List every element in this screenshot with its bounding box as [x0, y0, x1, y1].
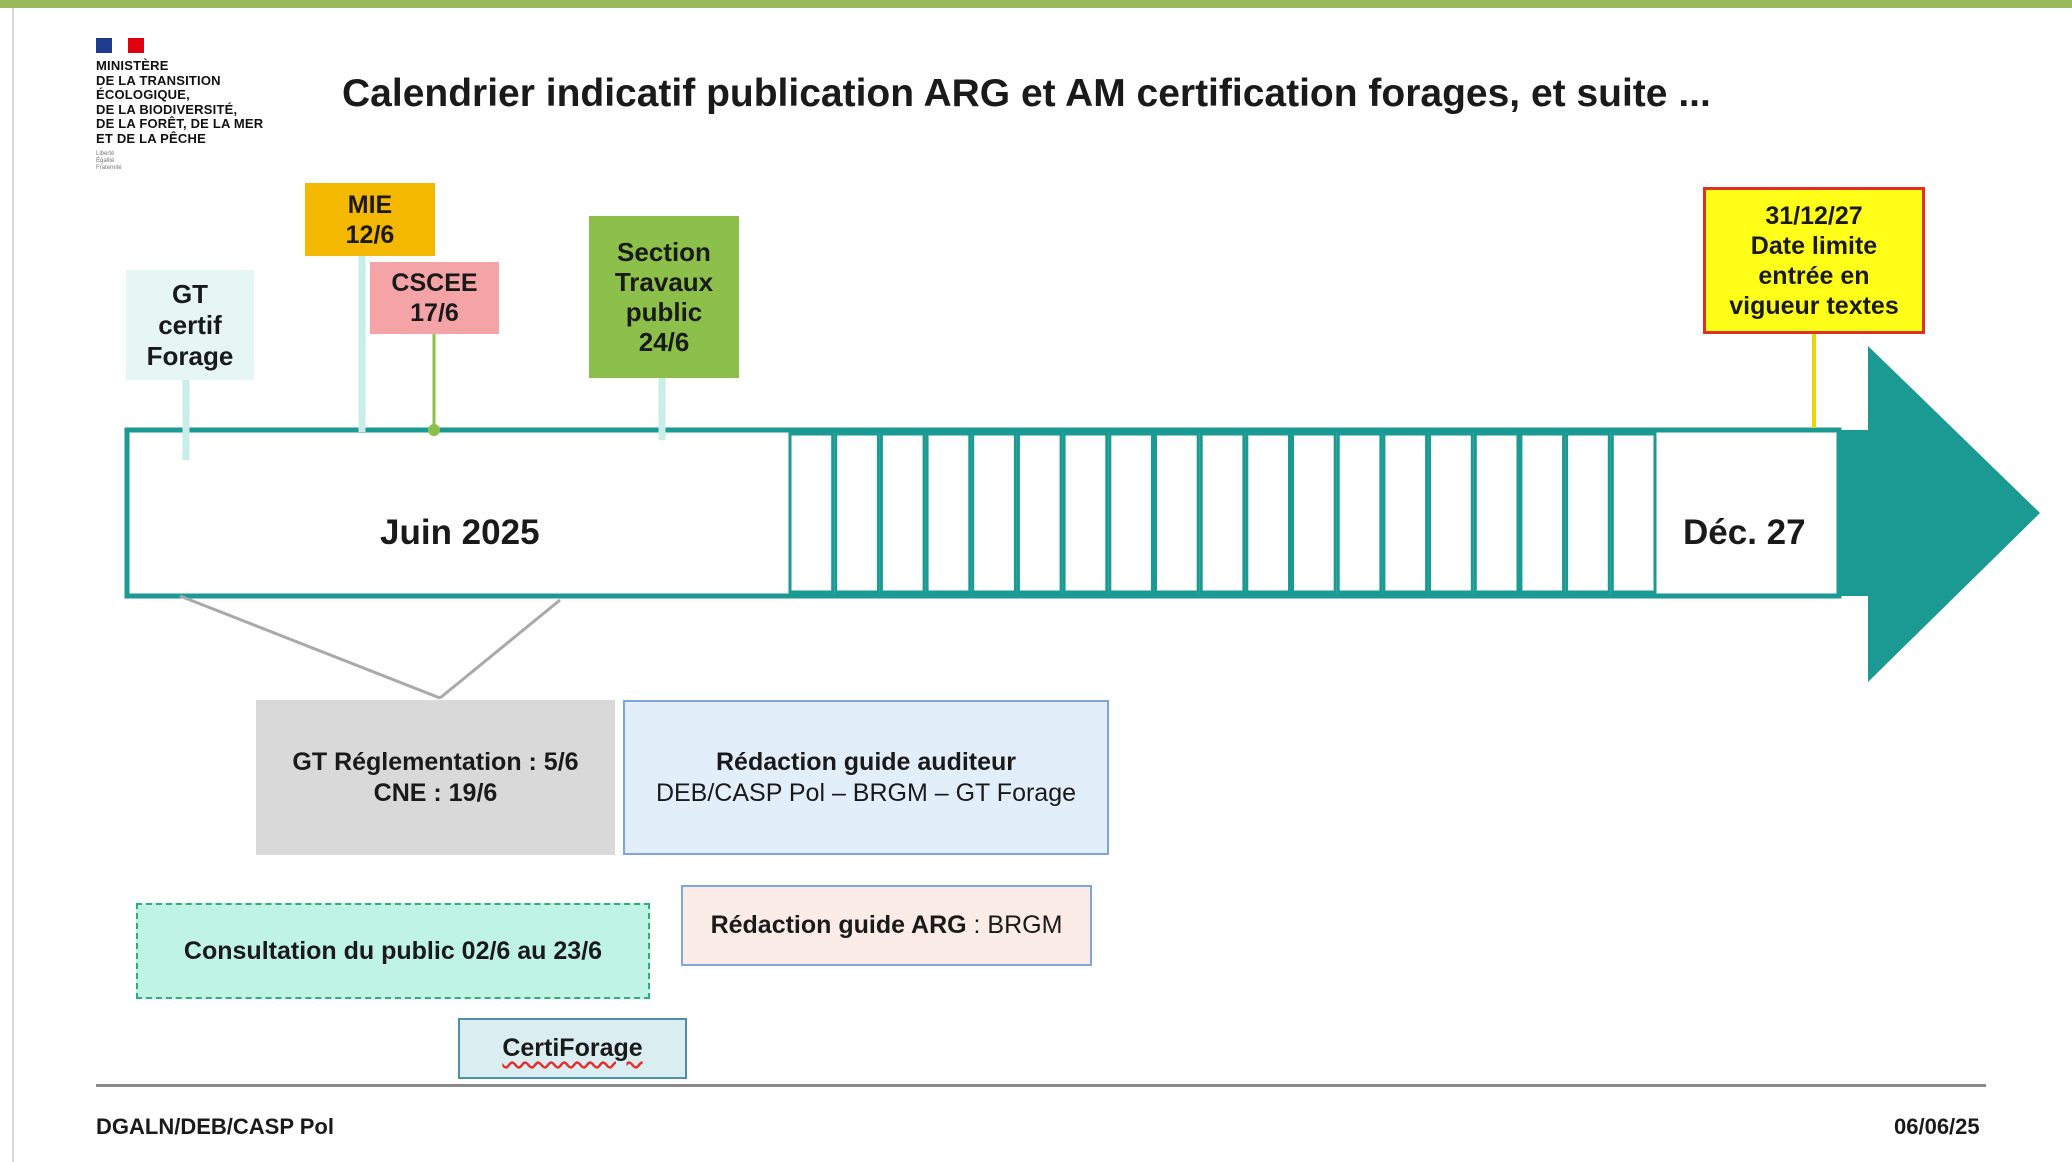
month-cell [925, 432, 972, 594]
milestone-cscee: CSCEE 17/6 [370, 262, 499, 334]
left-border-line [12, 8, 14, 1162]
slide-title: Calendrier indicatif publication ARG et … [342, 72, 1711, 115]
footer-organization: DGALN/DEB/CASP Pol [96, 1114, 334, 1139]
milestone-line: 12/6 [345, 220, 395, 249]
milestone-line: public [625, 297, 703, 327]
milestone-line: GT [171, 278, 209, 309]
month-cell [1565, 432, 1611, 594]
connector-line-left [179, 594, 441, 700]
consultation-public-box: Consultation du public 02/6 au 23/6 [136, 903, 650, 999]
milestone-line: entrée en [1758, 261, 1870, 290]
ministry-name: MINISTÈRE DE LA TRANSITION ÉCOLOGIQUE, D… [96, 58, 264, 146]
box-line: DEB/CASP Pol – BRGM – GT Forage [655, 778, 1077, 807]
month-cells [788, 432, 1657, 594]
milestone-line: CSCEE [391, 269, 478, 297]
box-line: CertiForage [502, 1034, 643, 1062]
milestone-line: vigueur textes [1729, 291, 1899, 320]
milestone-mie: MIE 12/6 [305, 183, 435, 256]
guide-arg-box: Rédaction guide ARG : BRGM [681, 885, 1092, 966]
timeline-end-label: Déc. 27 [1683, 513, 1806, 552]
milestone-line: 24/6 [638, 327, 690, 357]
month-cell [1108, 432, 1155, 594]
month-cell [1382, 432, 1429, 594]
gt-reglementation-box: GT Réglementation : 5/6 CNE : 19/6 [256, 700, 615, 855]
milestone-date-limite: 31/12/27 Date limite entrée en vigueur t… [1703, 187, 1925, 334]
month-cell [1336, 432, 1383, 594]
footer-divider [96, 1084, 1986, 1087]
month-cell [834, 432, 880, 594]
month-cell [1154, 432, 1200, 594]
month-cell [1473, 432, 1520, 594]
box-line: Rédaction guide auditeur [715, 747, 1017, 776]
box-line: GT Réglementation : 5/6 [292, 747, 579, 776]
box-label-normal: : BRGM [966, 911, 1063, 939]
ministry-logo: MINISTÈRE DE LA TRANSITION ÉCOLOGIQUE, D… [96, 38, 316, 172]
milestone-gt-certif-forage: GT certif Forage [126, 270, 254, 380]
guide-auditeur-box: Rédaction guide auditeur DEB/CASP Pol – … [623, 700, 1109, 855]
month-cell [1291, 432, 1337, 594]
box-line: CNE : 19/6 [373, 778, 498, 807]
month-cell [1199, 432, 1246, 594]
timeline-arrow-head [1834, 346, 2040, 682]
milestone-section-travaux-public: Section Travaux public 24/6 [589, 216, 739, 378]
milestone-line: certif [158, 309, 222, 340]
month-cell [971, 432, 1017, 594]
month-cell [1245, 432, 1292, 594]
top-accent-bar [0, 0, 2072, 8]
box-label-bold: Rédaction guide ARG [710, 911, 967, 939]
footer-date: 06/06/25 [1894, 1114, 1980, 1139]
connector-line-right [439, 598, 561, 700]
milestone-line: Section [617, 237, 711, 267]
milestone-line: Travaux [614, 267, 714, 297]
milestone-line: Forage [146, 340, 234, 371]
ministry-motto: Liberté Égalité Fraternité [96, 151, 122, 171]
box-line: Consultation du public 02/6 au 23/6 [183, 936, 603, 965]
month-cell [879, 432, 926, 594]
stem-cscee-dot [428, 424, 440, 436]
month-cell [1428, 432, 1474, 594]
milestone-line: MIE [347, 190, 393, 219]
certiforage-box: CertiForage [458, 1018, 687, 1079]
month-cell [1610, 432, 1657, 594]
timeline-start-label: Juin 2025 [380, 513, 540, 552]
milestone-line: 31/12/27 [1765, 201, 1863, 230]
milestone-line: 17/6 [410, 299, 459, 327]
month-cell [1519, 432, 1566, 594]
month-cell [1062, 432, 1109, 594]
french-flag-icon [96, 38, 144, 53]
milestone-line: Date limite [1750, 231, 1878, 260]
month-cell [1016, 432, 1063, 594]
month-cell [788, 432, 835, 594]
